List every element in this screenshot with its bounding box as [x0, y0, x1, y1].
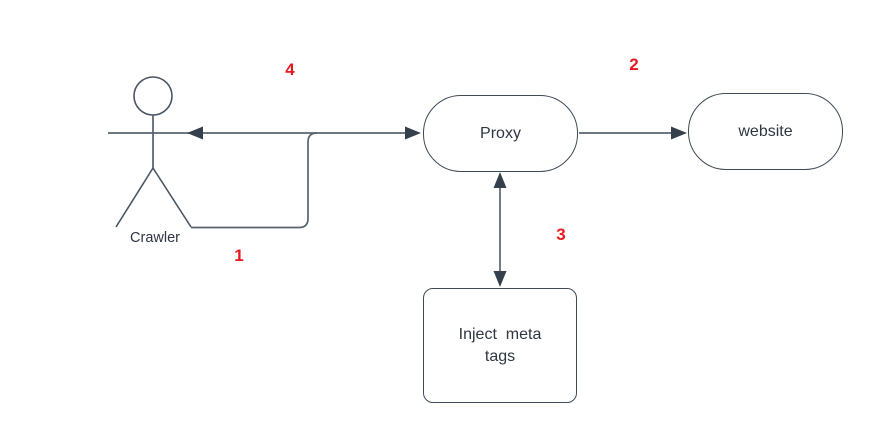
- arrowhead-to-website: [671, 126, 687, 140]
- website-label: website: [738, 122, 793, 140]
- arrowhead-down-to-inject: [493, 271, 507, 287]
- inject-meta-tags-node: Inject meta tags: [423, 288, 577, 403]
- website-node: website: [688, 93, 843, 170]
- step-number-3: 3: [556, 225, 566, 244]
- arrowhead-to-proxy: [405, 126, 421, 140]
- inject-label-line2: tags: [484, 347, 516, 365]
- proxy-node: Proxy: [423, 95, 578, 172]
- stick-figure-right-leg: [152, 167, 192, 228]
- arrowhead-up-to-proxy: [493, 172, 507, 188]
- arrowhead-to-crawler: [187, 126, 203, 140]
- inject-label-line1: Inject meta: [458, 325, 542, 343]
- crawler-label: Crawler: [130, 230, 180, 246]
- step-number-2: 2: [629, 55, 639, 74]
- step-number-4: 4: [285, 60, 295, 79]
- connector-crawler-loop: [191, 132, 318, 229]
- proxy-label: Proxy: [480, 124, 521, 142]
- stick-figure-left-leg: [115, 167, 154, 228]
- step-number-1: 1: [234, 246, 244, 265]
- stick-figure-head: [133, 76, 173, 116]
- stick-figure-icon: [115, 76, 192, 228]
